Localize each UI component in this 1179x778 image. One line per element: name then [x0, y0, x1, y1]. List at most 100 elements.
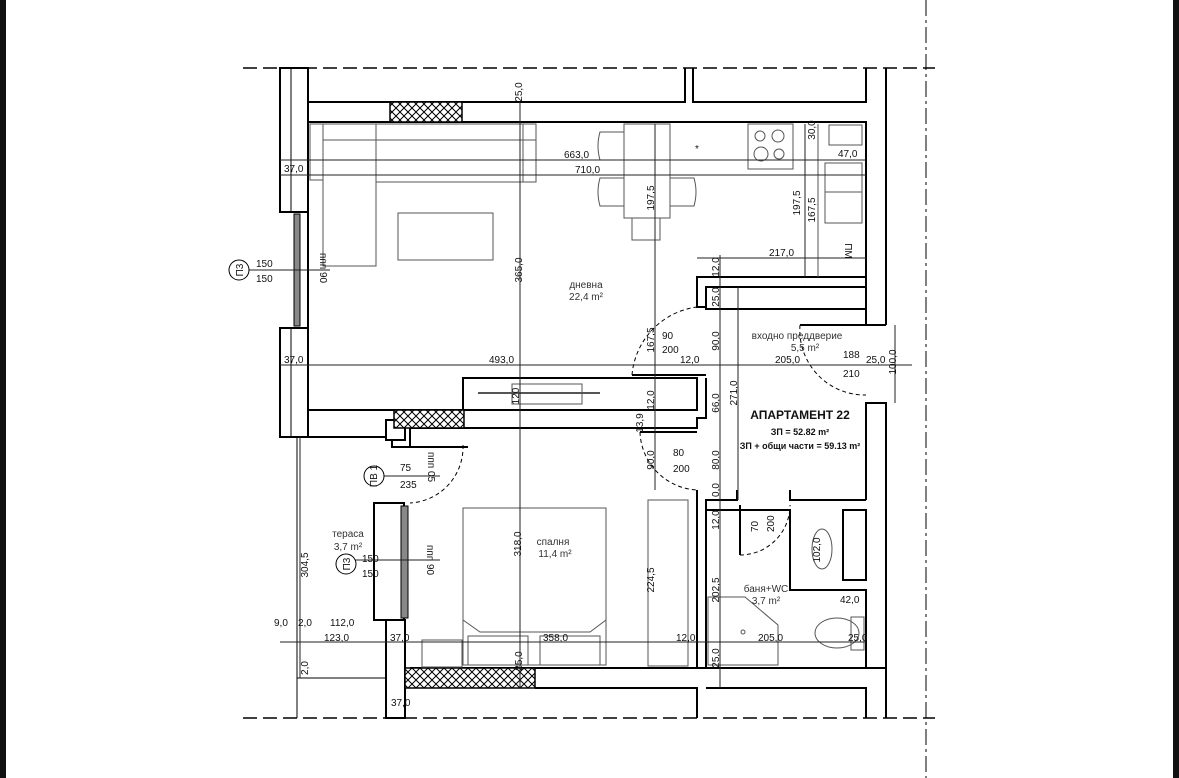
dimension-label: 2,0 — [300, 661, 311, 675]
toilet — [814, 616, 865, 651]
chimney-hatch-top — [389, 101, 463, 123]
dimension-label: 200 — [673, 464, 690, 475]
apartment-title: АПАРТАМЕНТ 22 — [750, 408, 850, 422]
dimension-label: 12,0 — [676, 633, 696, 644]
dimension-label: 235 — [400, 480, 417, 491]
room-name-terrace: тераса — [332, 529, 364, 540]
dimension-label: 167,5 — [646, 327, 657, 352]
dimension-label: 150 — [362, 569, 379, 580]
dishwasher-label: ПМ — [842, 243, 853, 259]
dimension-label: 102,0 — [812, 537, 823, 562]
room-name-entrance: входно преддверие — [752, 331, 843, 342]
dimension-label: 663,0 — [564, 150, 589, 161]
dimension-label: 9,0 — [274, 618, 288, 629]
dimension-label: 90,0 — [711, 331, 722, 351]
dimension-label: 66,0 — [711, 393, 722, 413]
dimension-label: 150 — [362, 554, 379, 565]
dimension-label: 271,0 — [729, 380, 740, 405]
dimension-label: 90,0 — [646, 450, 657, 470]
room-area-bedroom: 11,4 m² — [538, 549, 572, 560]
washbasin — [811, 528, 833, 570]
dimension-label: 493,0 — [489, 355, 514, 366]
dimension-label: 13,9 — [635, 413, 646, 433]
dimension-label: 90 — [662, 331, 674, 342]
dimension-label: 37,0 — [284, 164, 304, 175]
chimney-hatch-middle — [393, 409, 465, 429]
room-name-living: дневна — [569, 280, 603, 291]
dimension-label: 47,0 — [838, 149, 858, 160]
dimension-label: 70 — [750, 520, 761, 532]
dimension-label: 12,0 — [711, 257, 722, 277]
dimension-label: 200 — [766, 515, 777, 532]
dimension-label: 80,0 — [711, 450, 722, 470]
horizontal-dimensions: 663,0 710,0 37,0 37,0 493,0 12,0 205,0 2… — [274, 149, 886, 709]
dimension-label: 0,0 — [711, 483, 722, 497]
dimension-label: 100,0 — [888, 349, 899, 374]
dimension-label: 25,0 — [866, 355, 886, 366]
dimension-label: 120 — [511, 387, 522, 404]
window-tag: П3 — [342, 557, 353, 570]
dimension-label: 358,0 — [543, 633, 568, 644]
dimension-label: 202,5 — [711, 577, 722, 602]
door-tag: ПВ 1 — [369, 464, 380, 487]
sill-height: ппп 90 — [317, 253, 328, 284]
sill-height: ппп 05 — [425, 452, 436, 483]
chimney-hatch-bottom — [404, 667, 536, 689]
dimension-label: 205,0 — [775, 355, 800, 366]
dimension-label: 123,0 — [324, 633, 349, 644]
dimension-label: 197,5 — [646, 185, 657, 210]
apartment-net-area: ЗП = 52.82 m² — [771, 427, 829, 437]
dimension-label: 205,0 — [758, 633, 783, 644]
dimension-label: 210 — [843, 369, 860, 380]
dimension-label: 25,0 — [514, 82, 525, 102]
kitchen-counter — [669, 123, 866, 277]
dimension-label: 304,5 — [300, 552, 311, 577]
bedroom-cabinet — [421, 639, 463, 668]
room-area-entrance: 5,5 m² — [791, 343, 820, 354]
dimension-label: 37,0 — [390, 633, 410, 644]
dimension-label: 365,0 — [514, 257, 525, 282]
shower-tray — [707, 596, 779, 666]
opening-sizes: 150 150 150 150 75 235 90 200 80 200 188 210 7… — [256, 259, 860, 580]
hob-mark: * — [695, 144, 699, 155]
dimension-label: 37,0 — [284, 355, 304, 366]
dimension-label: 25,0 — [711, 648, 722, 668]
dimension-label: 224,5 — [646, 567, 657, 592]
coffee-table — [397, 212, 494, 261]
dimension-label: 37,0 — [391, 698, 411, 709]
apartment-gross-area: ЗП + общи части = 59.13 m² — [740, 441, 861, 451]
vertical-dimensions: 25,0 30,0 197,5 197,5 167,5 365,0 12,0 2… — [300, 82, 899, 675]
dimension-label: 167,5 — [807, 197, 818, 222]
window-tag-circle — [335, 553, 357, 575]
right-frame-edge — [1173, 0, 1179, 778]
room-area-terrace: 3,7 m² — [334, 542, 363, 553]
dimension-label: 112,0 — [330, 618, 355, 629]
dimension-label: 42,0 — [840, 595, 860, 606]
wardrobe-living — [478, 383, 600, 405]
dimension-label: 150 — [256, 274, 273, 285]
dimension-label: 25,0 — [711, 287, 722, 307]
left-frame-edge — [0, 0, 6, 778]
dimension-label: 318,0 — [513, 531, 524, 556]
dimension-label: 25,0 — [514, 651, 525, 671]
dimension-label: 710,0 — [575, 165, 600, 176]
dimension-label: 30,0 — [807, 120, 818, 140]
bed — [462, 507, 607, 666]
dimension-lines — [248, 102, 912, 688]
wardrobe-bedroom — [647, 499, 689, 667]
door-tag-circle — [363, 465, 385, 487]
doors — [409, 306, 867, 556]
dimension-label: 200 — [662, 345, 679, 356]
dimension-label: 217,0 — [769, 248, 794, 259]
window-tag-circle — [228, 259, 250, 281]
dimension-label: 25,0 — [848, 633, 868, 644]
room-name-bathroom: баня+WC — [744, 583, 789, 595]
dimension-label: 12,0 — [646, 390, 657, 410]
dimension-label: 80 — [673, 448, 685, 459]
dimension-label: 150 — [256, 259, 273, 270]
window-tag: П3 — [235, 263, 246, 276]
dimension-label: 75 — [400, 463, 412, 474]
dimension-label: 188 — [843, 350, 860, 361]
sill-height: ппп 90 — [424, 545, 435, 576]
dimension-label: 12,0 — [680, 355, 700, 366]
